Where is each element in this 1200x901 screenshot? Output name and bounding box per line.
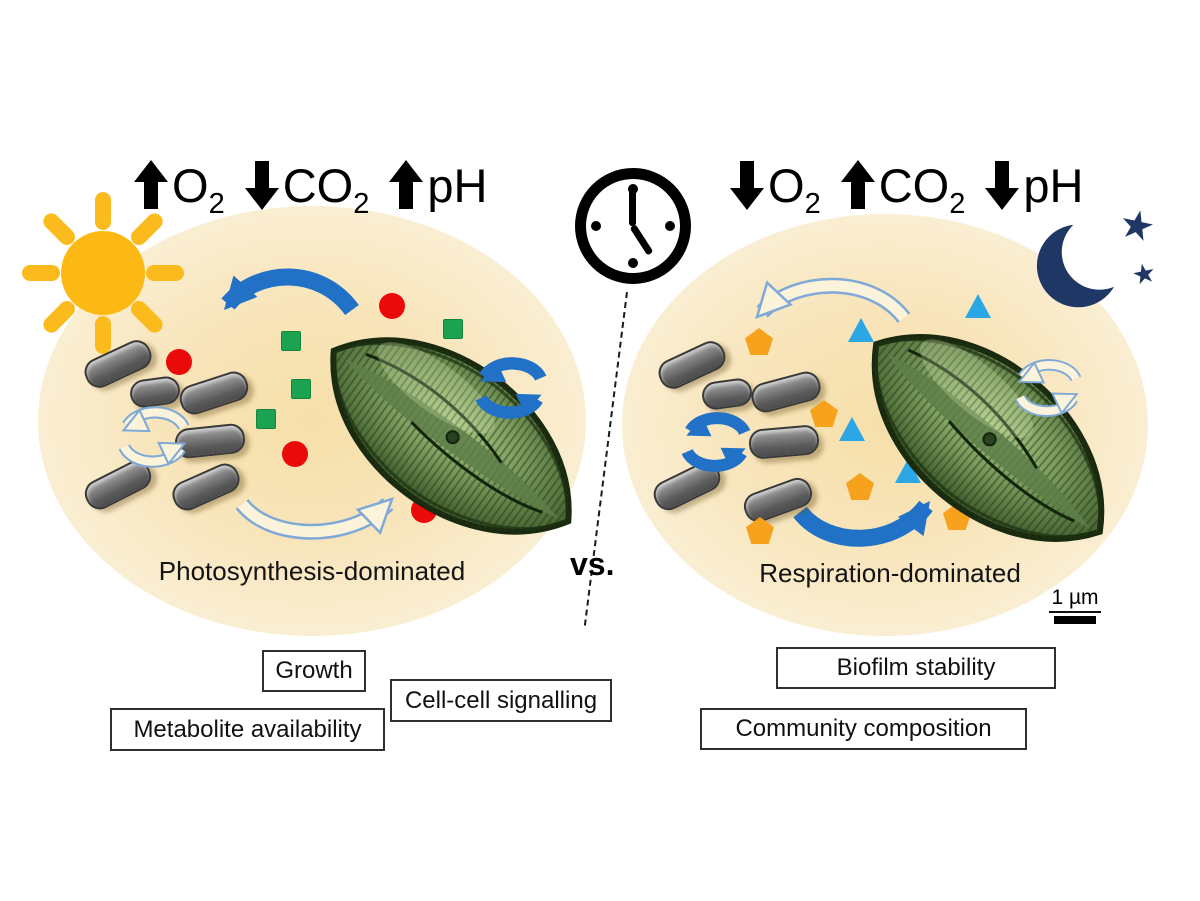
star-icon: ★: [1129, 256, 1159, 292]
gas-label: CO2: [878, 158, 966, 220]
star-icon: ★: [1114, 200, 1160, 252]
outcome-box-cell-cell-signalling: Cell-cell signalling: [390, 679, 612, 722]
recycle-arrows-bacteria-night: [681, 412, 751, 472]
clock-hour-hand: [629, 224, 654, 256]
gas-label: O2: [768, 158, 821, 220]
clock-tick: [628, 184, 638, 194]
caption-right: Respiration-dominated: [759, 558, 1021, 588]
arrow-up-icon: [389, 160, 424, 210]
gas-label: pH: [427, 158, 488, 212]
recycle-arrows-bacteria-day-faded: [118, 406, 190, 468]
scale-bar-label: 1 µm: [1049, 586, 1101, 613]
caption-left: Photosynthesis-dominated: [158, 556, 466, 586]
moon-icon: [1036, 224, 1120, 308]
green-square-icon: [256, 409, 276, 429]
green-square-icon: [443, 319, 463, 339]
versus-label: vs.: [570, 546, 615, 582]
diatom-cell: [829, 288, 1147, 588]
carbon-flow-arrow-day: [221, 268, 359, 316]
nutrient-flow-arrow-day-faded: [235, 497, 395, 540]
green-square-icon: [291, 379, 311, 399]
clock-icon: [575, 168, 691, 284]
arrow-down-icon: [985, 160, 1020, 210]
sun-ray: [127, 297, 166, 336]
outcome-box-growth: Growth: [262, 650, 366, 692]
red-dot-icon: [379, 293, 405, 319]
arrow-down-icon: [244, 160, 279, 210]
green-square-icon: [281, 331, 301, 351]
arrow-down-icon: [730, 160, 764, 210]
sun-ray: [95, 192, 111, 230]
arrow-up-icon: [134, 160, 168, 210]
diatom-cell: [291, 292, 611, 580]
sun-ray: [22, 265, 60, 281]
scale-bar-line: [1054, 616, 1096, 624]
gas-label: O2: [172, 158, 225, 220]
sun-ray: [95, 316, 111, 354]
red-dot-icon: [166, 349, 192, 375]
clock-minute-hand: [629, 190, 636, 226]
gas-label: CO2: [282, 158, 370, 220]
gas-header-left: O2 CO2 pH: [134, 157, 488, 220]
sun-ray: [127, 210, 166, 249]
arrow-up-icon: [840, 160, 875, 210]
sun-icon: [22, 192, 184, 354]
recycle-arrows-diatom-day: [475, 357, 547, 419]
sun-ray: [40, 297, 79, 336]
scale-bar: 1 µm: [1040, 586, 1110, 624]
clock-tick: [591, 221, 601, 231]
outcome-box-biofilm-stability: Biofilm stability: [776, 647, 1056, 689]
recycle-arrows-diatom-night-faded: [1014, 359, 1082, 417]
clock-tick: [665, 221, 675, 231]
red-dot-icon: [282, 441, 308, 467]
sun-ray: [146, 265, 184, 281]
nutrient-flow-arrow-night: [793, 500, 933, 547]
clock-tick: [628, 258, 638, 268]
outcome-box-community-composition: Community composition: [700, 708, 1027, 750]
gas-header-right: O2 CO2 pH: [730, 157, 1084, 220]
sun-core: [61, 231, 145, 315]
carbon-flow-arrow-night-faded: [755, 277, 911, 324]
gas-label: pH: [1023, 158, 1084, 212]
outcome-box-metabolite-availability: Metabolite availability: [110, 708, 385, 751]
